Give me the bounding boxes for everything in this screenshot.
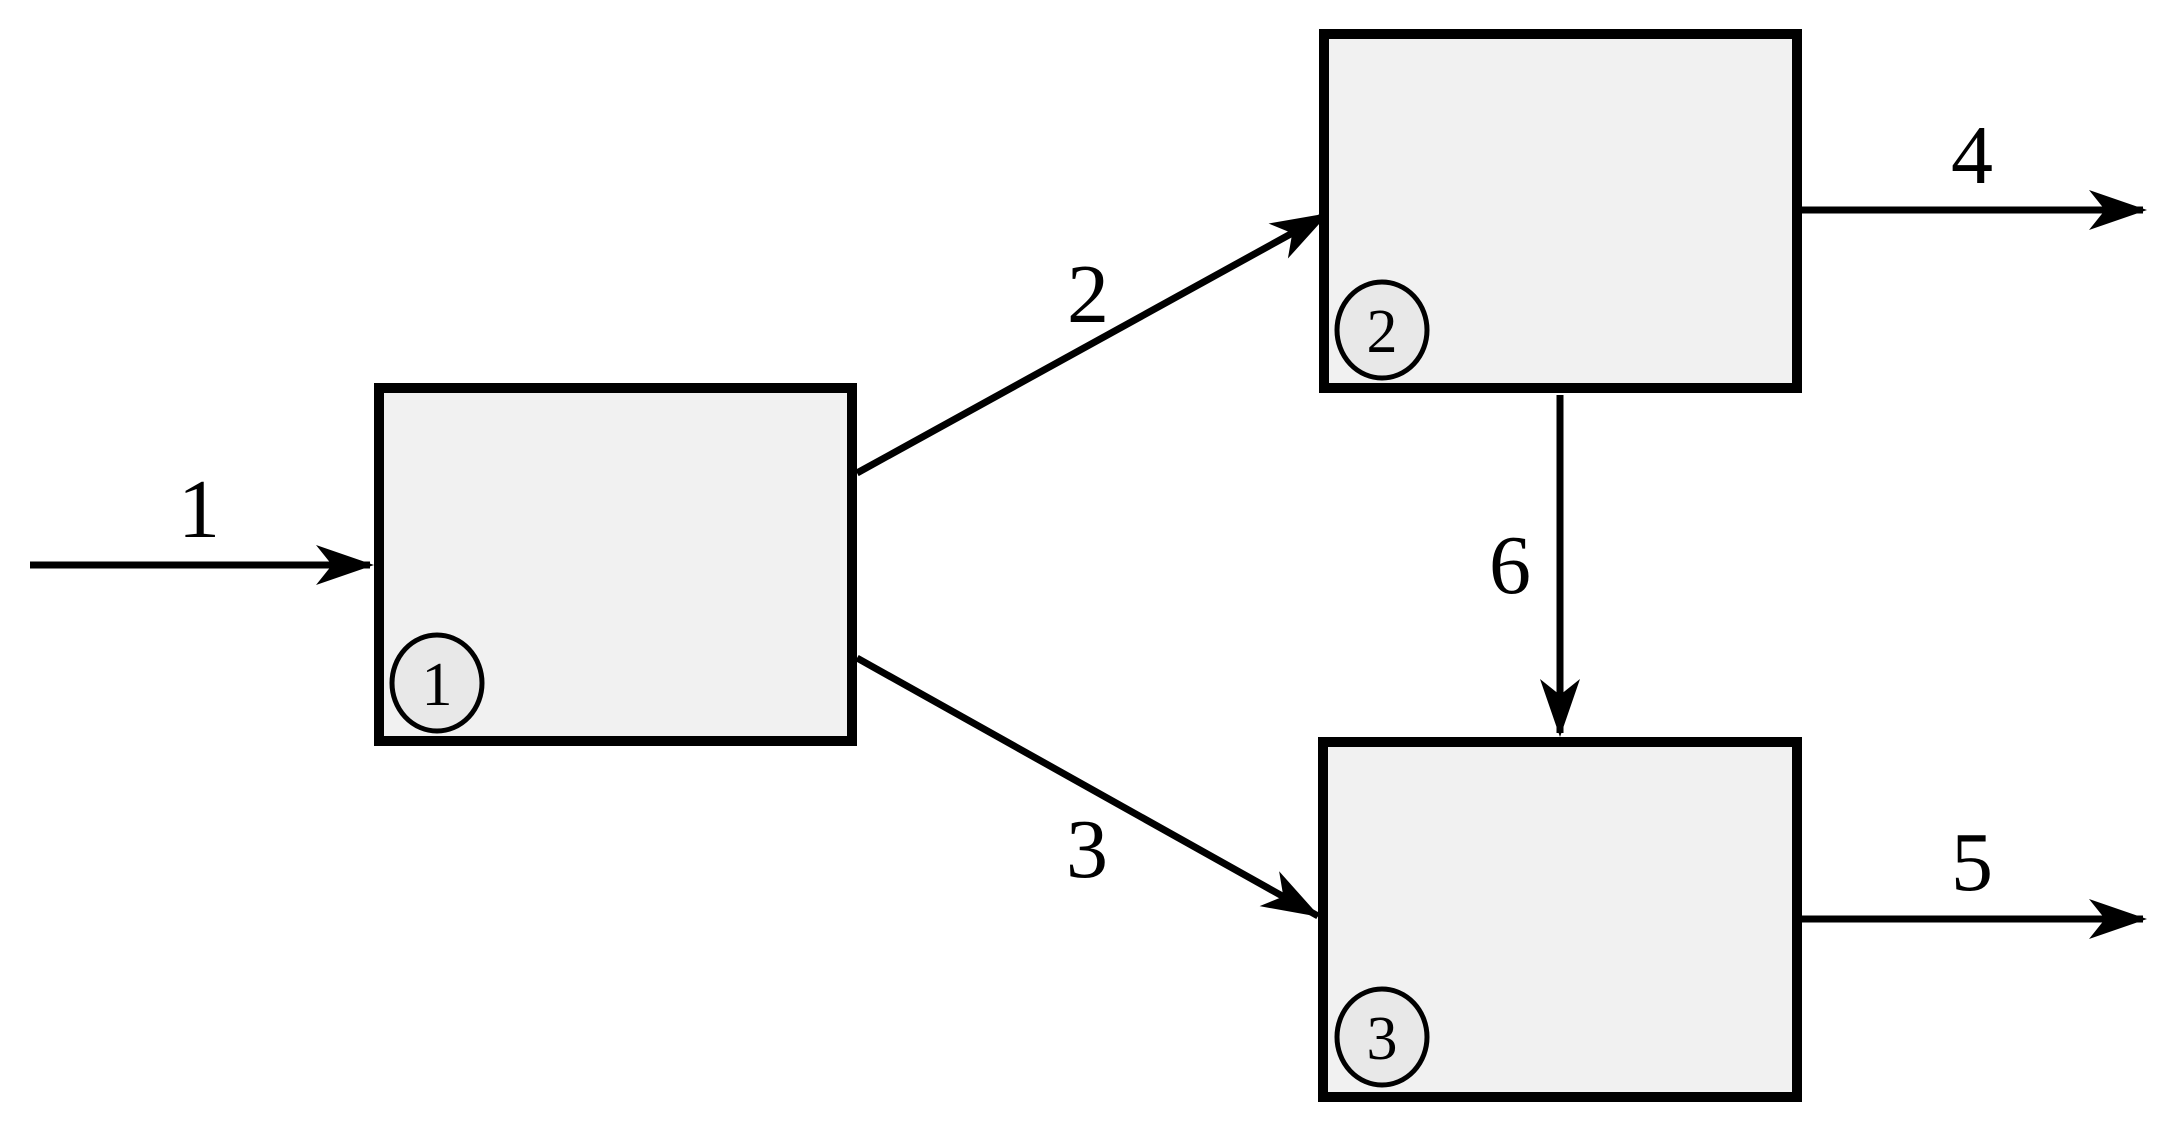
stream-6-arrowhead-icon: [1540, 679, 1580, 737]
unit-3-badge: [1334, 986, 1430, 1088]
stream-4-label: 4: [1951, 109, 1993, 202]
stream-3-label: 3: [1066, 803, 1108, 896]
stream-5: 5: [1802, 816, 2147, 939]
unit-2-badge-label: 2: [1367, 298, 1398, 366]
unit-3-badge-label: 3: [1367, 1005, 1398, 1073]
stream-3: 3: [855, 654, 1320, 920]
stream-6: 6: [1489, 395, 1580, 737]
stream-5-arrowhead-icon: [2089, 899, 2147, 939]
stream-2-label: 2: [1067, 248, 1109, 341]
stream-3-arrowhead-icon: [1259, 871, 1320, 917]
stream-1-arrowhead-icon: [316, 545, 374, 585]
stream-4-arrowhead-icon: [2089, 190, 2147, 230]
unit-3: 3: [1318, 737, 1802, 1102]
unit-1: 1: [374, 383, 857, 746]
stream-3-line: [855, 654, 1320, 920]
stream-6-label: 6: [1489, 519, 1531, 612]
stream-4: 4: [1802, 109, 2147, 230]
unit-1-badge: [389, 632, 485, 734]
stream-1-label: 1: [178, 463, 220, 556]
stream-1: 1: [30, 463, 374, 585]
stream-2: 2: [855, 210, 1329, 477]
stream-5-label: 5: [1951, 816, 1993, 909]
unit-2: 2: [1319, 29, 1802, 393]
stream-2-line: [855, 210, 1329, 477]
stream-2-arrowhead-icon: [1268, 213, 1329, 259]
unit-1-badge-label: 1: [422, 651, 453, 719]
unit-2-badge: [1334, 279, 1430, 381]
